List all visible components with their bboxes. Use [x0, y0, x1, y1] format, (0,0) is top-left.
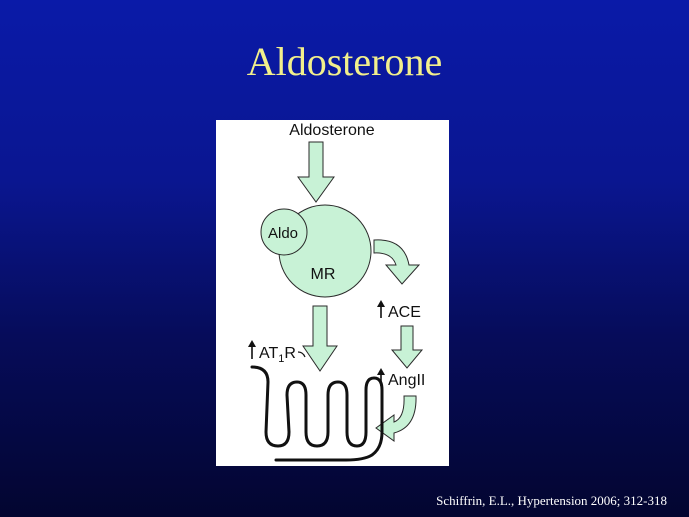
figure-panel: Aldosterone Aldo MR ACE AngII	[216, 120, 449, 466]
down-arrow-ace-angii	[390, 325, 424, 369]
down-arrow-top	[297, 141, 335, 203]
mr-label: MR	[311, 266, 336, 283]
at1r-up-arrow-icon	[248, 340, 256, 359]
at1r-tail	[297, 351, 306, 358]
slide-title: Aldosterone	[246, 39, 443, 84]
ace-up-arrow-icon	[377, 300, 385, 318]
receptor-serpentine	[250, 365, 384, 462]
mechanism-diagram: Aldosterone Aldo MR ACE AngII	[248, 122, 425, 462]
aldo-label: Aldo	[268, 225, 298, 242]
ace-label: ACE	[388, 304, 421, 321]
aldo-circle	[260, 208, 308, 256]
at1r-label: AT1R	[259, 345, 296, 365]
angii-label: AngII	[388, 372, 425, 389]
curved-arrow-to-receptor	[375, 395, 417, 442]
citation: Schiffrin, E.L., Hypertension 2006; 312-…	[436, 493, 667, 508]
aldosterone-label: Aldosterone	[289, 122, 374, 139]
curved-arrow-to-ace	[373, 239, 421, 285]
down-arrow-mr-receptor	[302, 305, 338, 372]
